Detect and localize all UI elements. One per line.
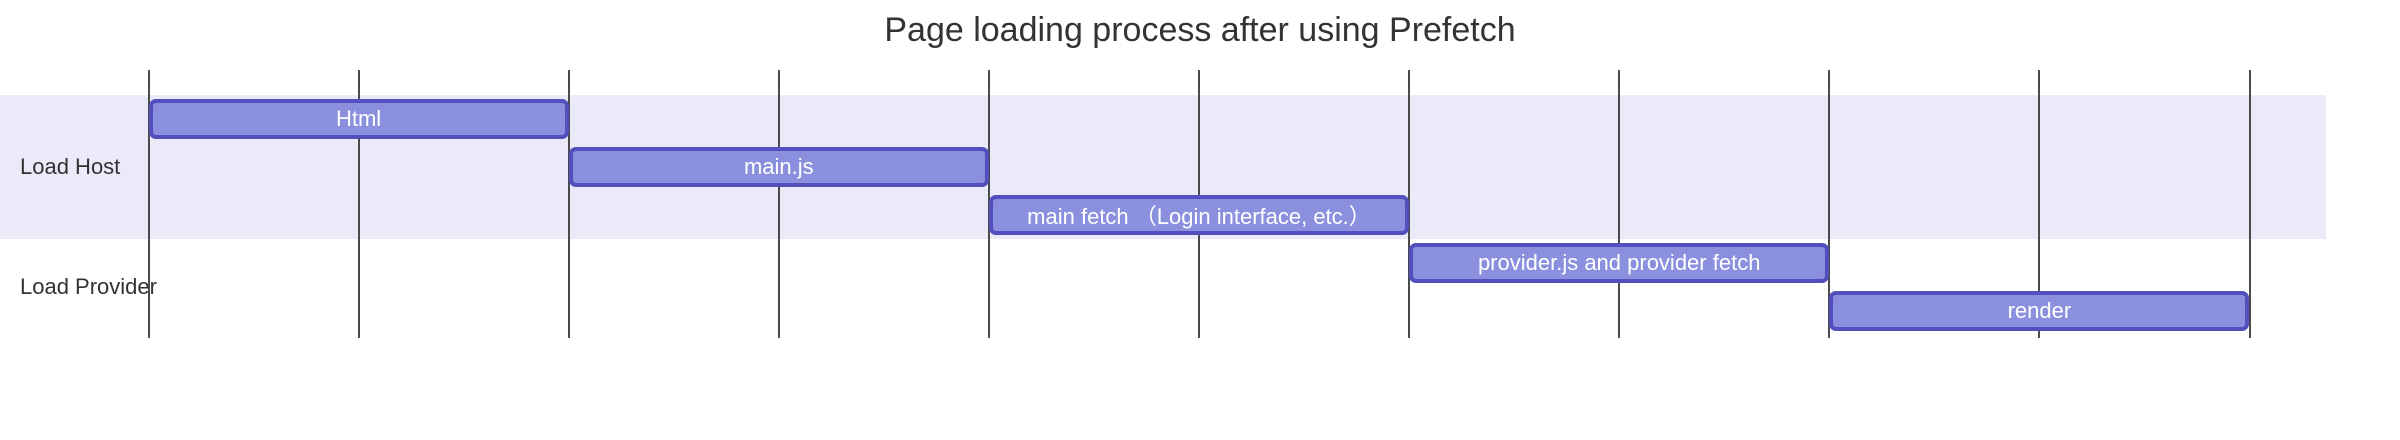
grid-line-6 bbox=[1408, 70, 1411, 338]
task-label: main.js bbox=[743, 154, 814, 179]
task-bar: Html bbox=[148, 99, 569, 139]
grid-line-1 bbox=[357, 70, 360, 338]
task-bar: main fetch （Login interface, etc.） bbox=[988, 195, 1410, 235]
chart-title: Page loading process after using Prefetc… bbox=[884, 11, 1516, 49]
task-label: render bbox=[2007, 298, 2072, 323]
task-bar: render bbox=[1829, 291, 2250, 331]
section-label-1: Load Provider bbox=[20, 274, 157, 299]
grid-line-0 bbox=[147, 70, 150, 338]
grid-line-2 bbox=[567, 70, 570, 338]
task-label: provider.js and provider fetch bbox=[1477, 250, 1761, 275]
grid-line-7 bbox=[1618, 70, 1621, 338]
task-bar: provider.js and provider fetch bbox=[1409, 243, 1830, 283]
task-label: main fetch （Login interface, etc.） bbox=[1027, 204, 1371, 229]
task-label: Html bbox=[335, 106, 382, 131]
section-label-0: Load Host bbox=[20, 154, 121, 179]
grid-line-3 bbox=[777, 70, 780, 338]
task-bar: main.js bbox=[568, 147, 989, 187]
grid-line-8 bbox=[1828, 70, 1831, 338]
grid-line-10 bbox=[2248, 70, 2251, 338]
grid-line-9 bbox=[2038, 70, 2041, 338]
